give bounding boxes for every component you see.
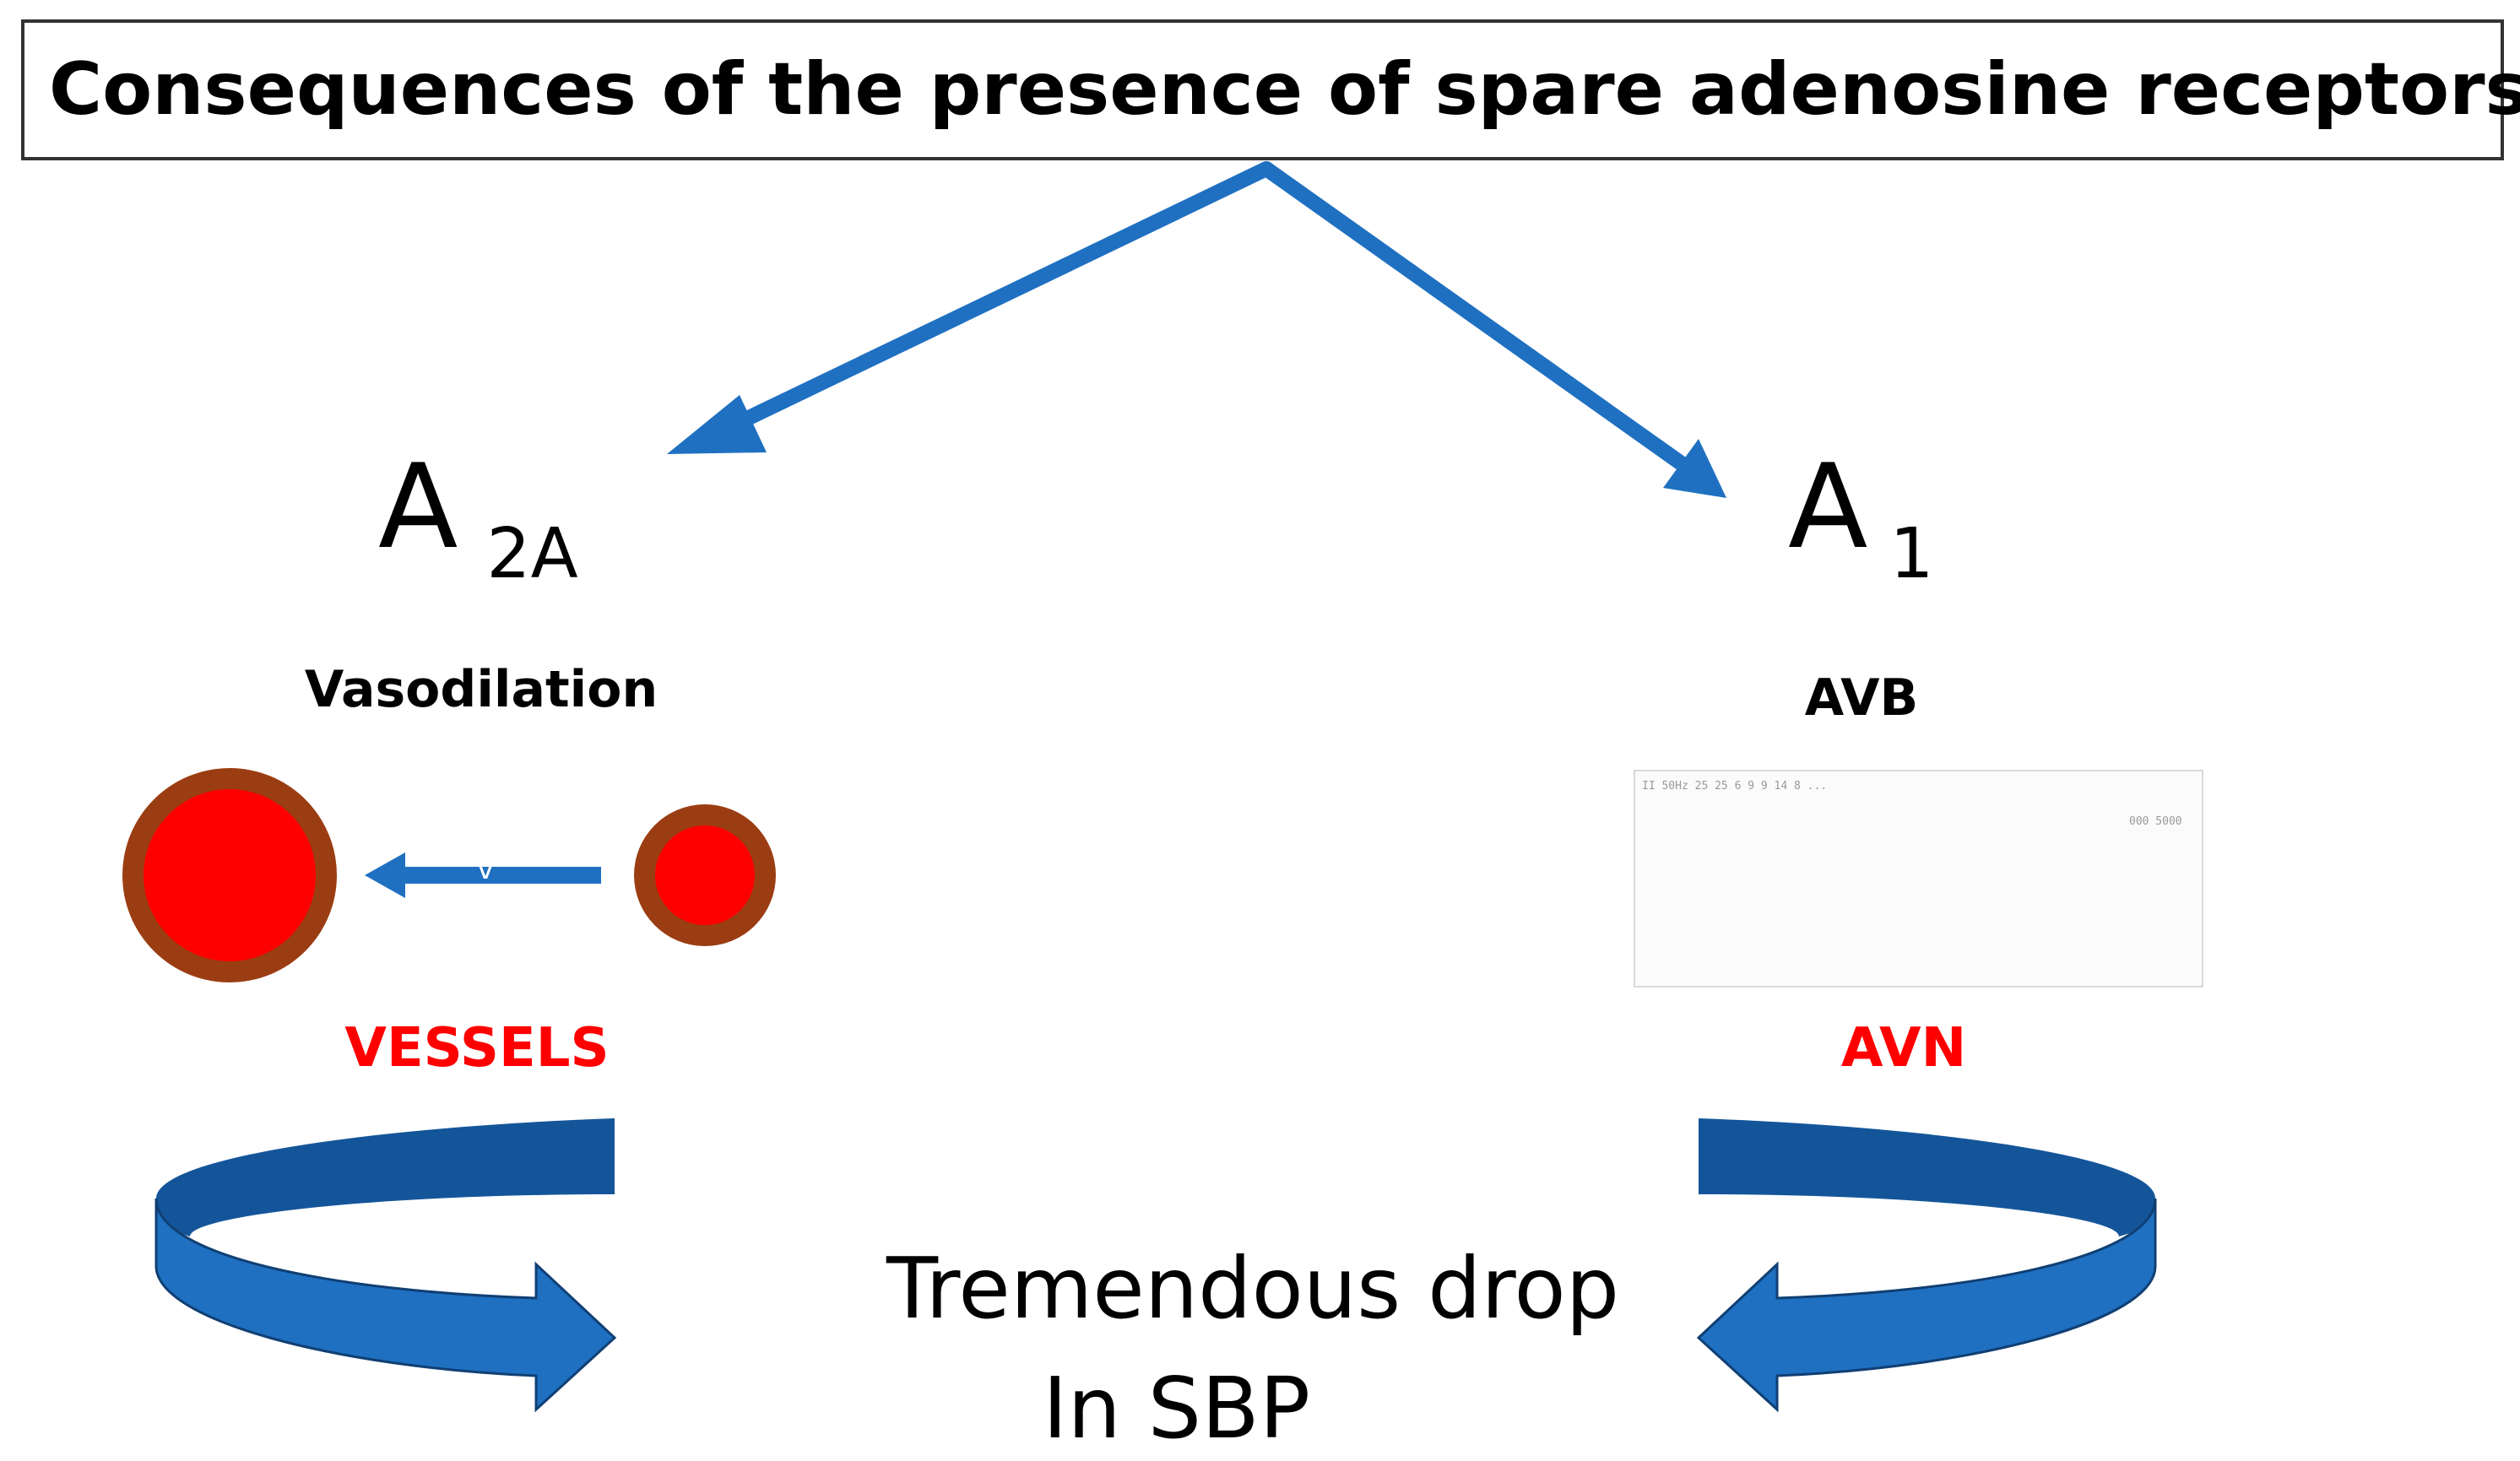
- ecg-strip: [1634, 770, 2203, 988]
- effect-avb: AVB: [1804, 668, 1919, 728]
- conclusion-line-1: Tremendous drop: [886, 1239, 1620, 1338]
- site-avn: AVN: [1840, 1017, 1967, 1080]
- receptor-a2a: A 2A: [378, 439, 578, 594]
- receptor-a2a-sub: 2A: [486, 514, 578, 594]
- vessel-dilated: [122, 768, 337, 982]
- diagram-title: Consequences of the presence of spare ad…: [49, 47, 2520, 132]
- ecg-corner-label: 000 5000: [2129, 815, 2182, 828]
- vessel-constricted: [634, 804, 776, 946]
- ecg-header: II 50Hz 25 25 6 9 9 14 8 ...: [1642, 780, 1828, 793]
- receptor-a1-sub: 1: [1889, 514, 1934, 594]
- vasodilation-arrow-label: v: [477, 852, 495, 886]
- title-box: [21, 19, 2504, 160]
- vasodilation-arrow-icon: [365, 852, 601, 898]
- receptor-a1-main: A: [1788, 439, 1868, 575]
- arrow-down-left-icon: [667, 161, 1274, 454]
- site-vessels: VESSELS: [344, 1017, 610, 1080]
- arrow-down-right-icon: [1259, 161, 1726, 498]
- receptor-a2a-main: A: [378, 439, 458, 575]
- effect-vasodilation: Vasodilation: [304, 660, 658, 719]
- conclusion-line-2: In SBP: [1043, 1359, 1311, 1458]
- curved-arrow-right-icon: [1696, 1118, 2157, 1413]
- curved-arrow-left-icon: [154, 1118, 617, 1413]
